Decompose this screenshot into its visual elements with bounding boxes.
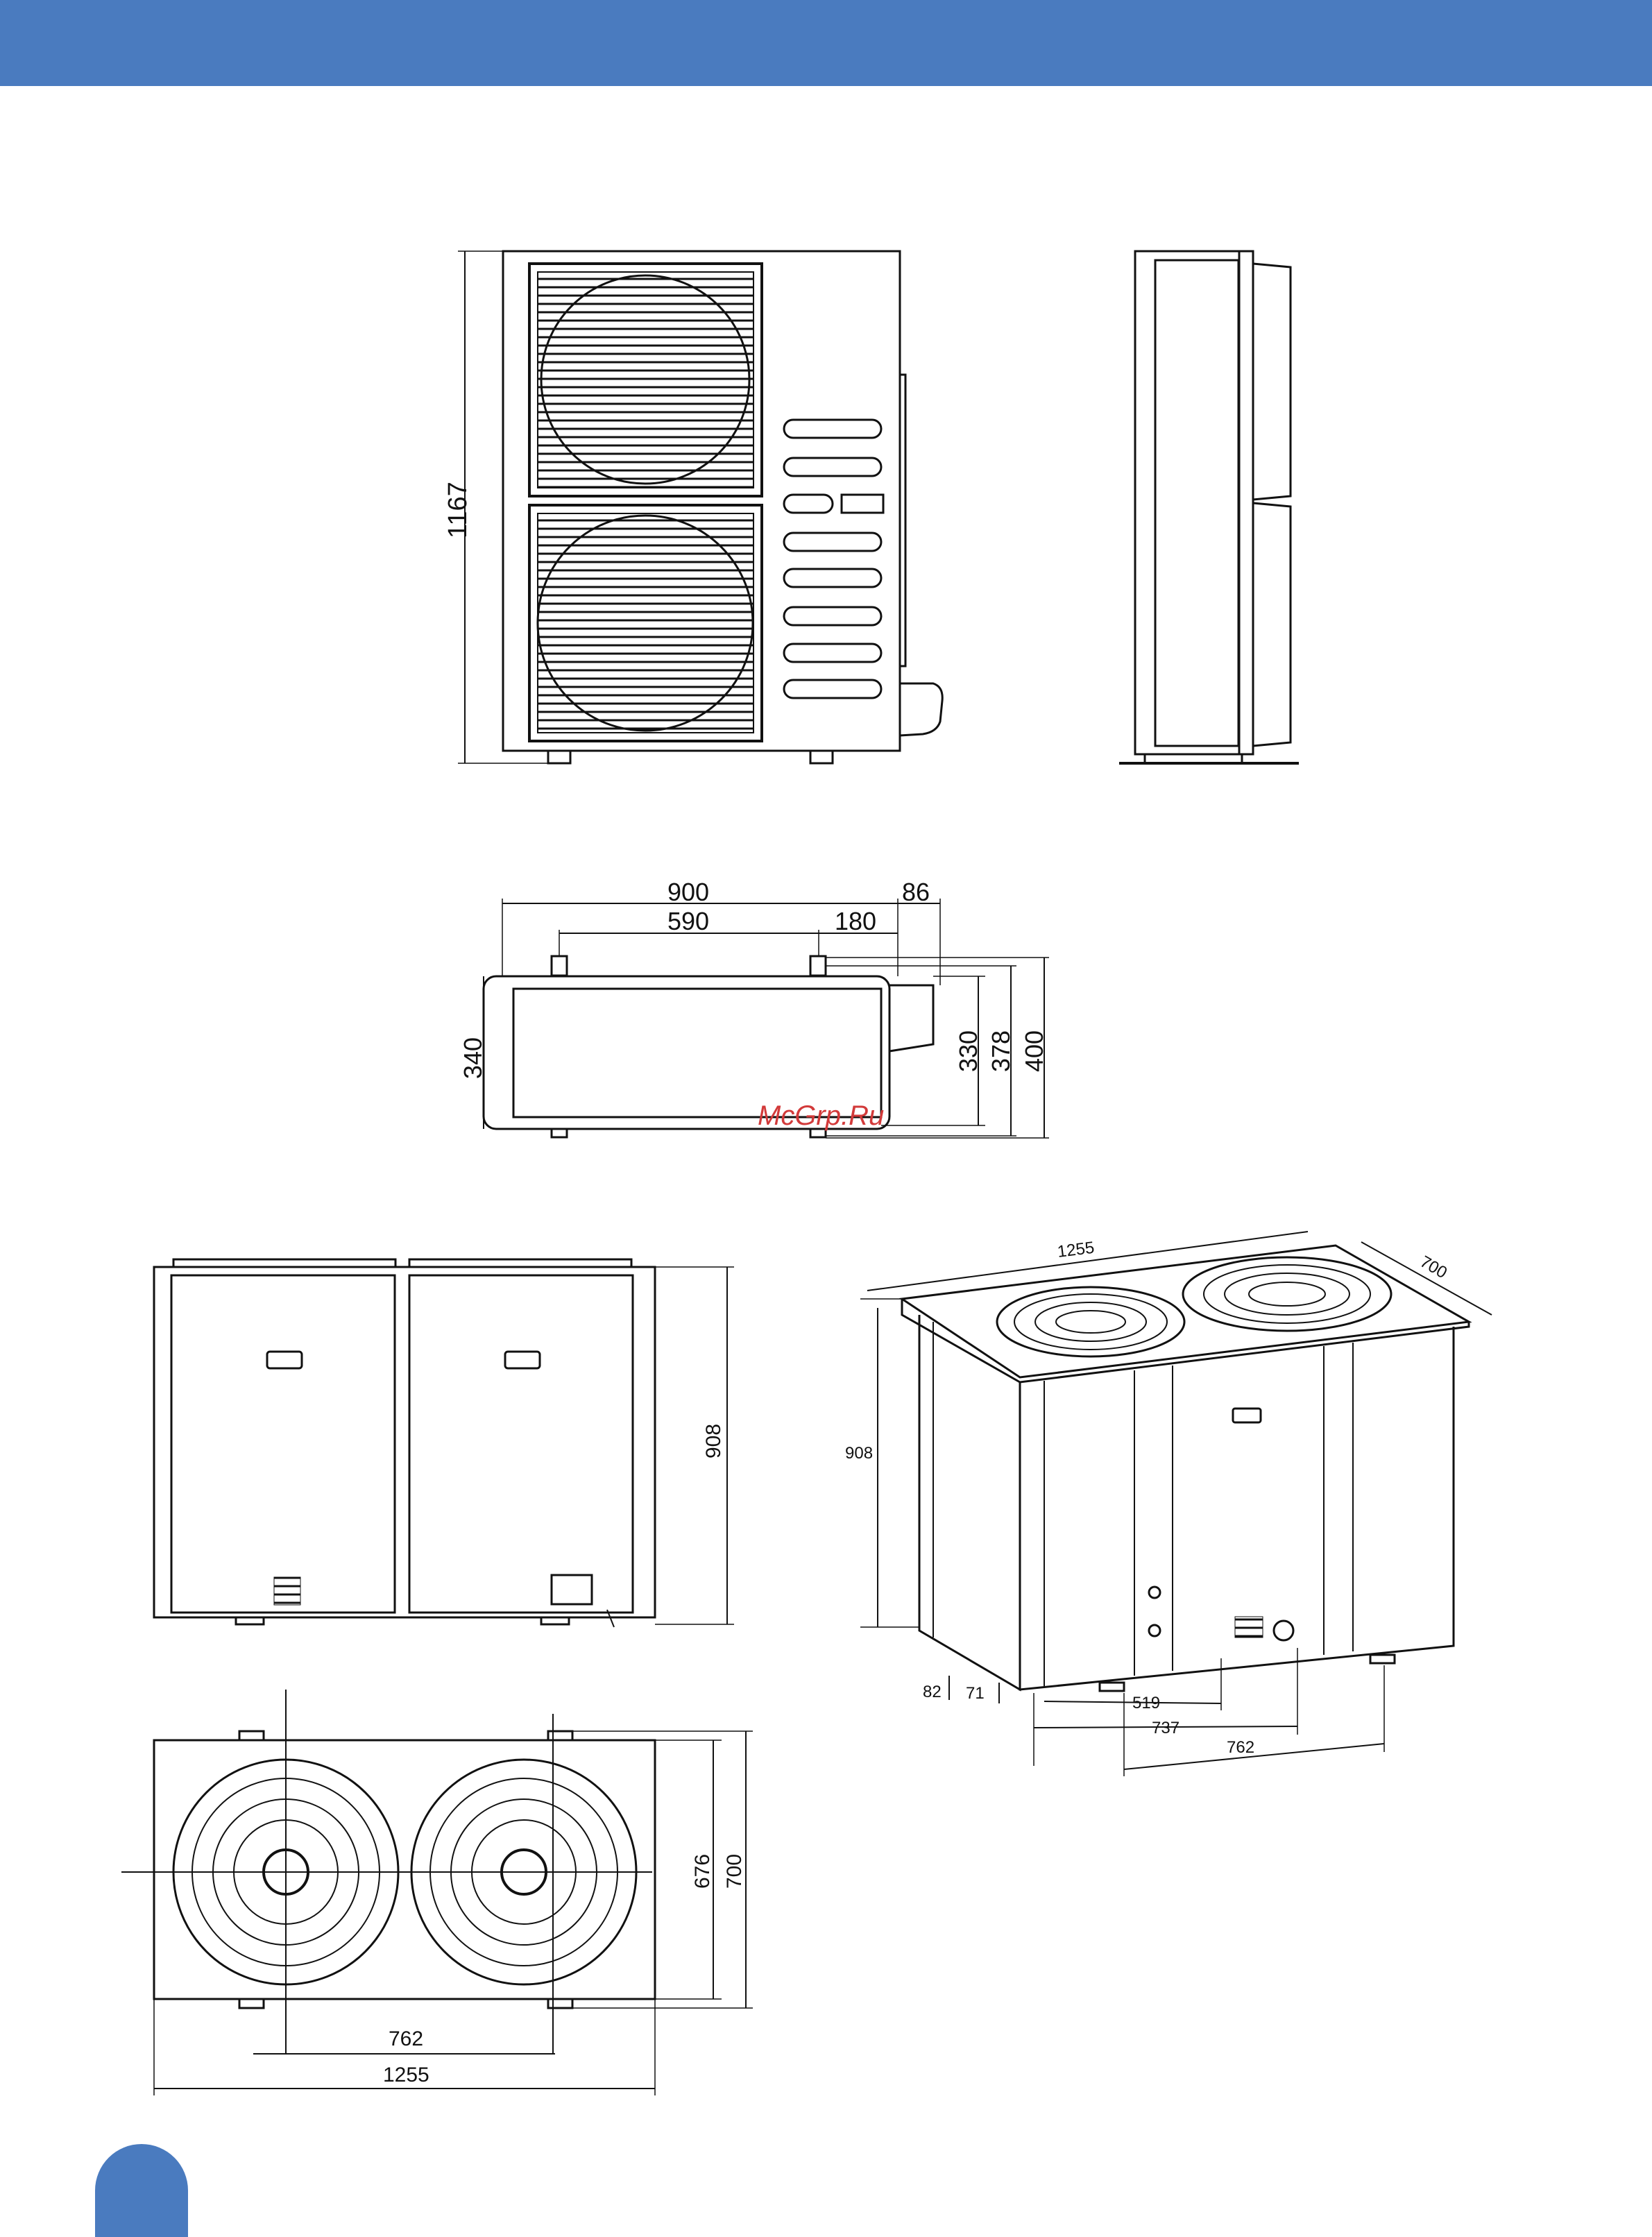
- large-plan-width-label: 1255: [383, 2064, 429, 2086]
- large-unit-isometric-view: [860, 1232, 1492, 1776]
- iso-foot-height-label: 82: [923, 1683, 942, 1701]
- small-front-height-label: 1167: [443, 482, 472, 538]
- large-plan-foot-spacing-label: 762: [389, 2027, 423, 2050]
- iso-width-label: 1255: [1056, 1239, 1095, 1261]
- large-plan-depth-label: 700: [723, 1854, 746, 1889]
- iso-737-label: 737: [1152, 1719, 1180, 1737]
- iso-height-label: 908: [845, 1444, 873, 1463]
- iso-offset-label: 71: [966, 1684, 985, 1703]
- small-depth-330-label: 330: [954, 1030, 982, 1072]
- iso-depth-label: 700: [1417, 1252, 1450, 1282]
- iso-762-label: 762: [1227, 1738, 1254, 1757]
- large-unit-plan-view: [121, 1690, 753, 2095]
- small-unit-front-view: [458, 251, 942, 763]
- iso-519-label: 519: [1132, 1694, 1160, 1712]
- small-foot-spacing-label: 590: [667, 907, 709, 935]
- small-depth-378-label: 378: [987, 1030, 1015, 1072]
- small-top-offset-label: 86: [902, 878, 930, 906]
- watermark-text: McGrp.Ru: [758, 1100, 884, 1132]
- small-unit-side-view: [1119, 251, 1299, 763]
- small-depth-400-label: 400: [1020, 1030, 1048, 1072]
- small-depth-label: 340: [459, 1037, 487, 1079]
- large-front-height-label: 908: [702, 1424, 725, 1458]
- large-unit-front-view: [154, 1259, 734, 1627]
- large-plan-depth-inner-label: 676: [691, 1854, 714, 1889]
- small-foot-offset-label: 180: [835, 907, 876, 935]
- small-top-width-label: 900: [667, 878, 709, 906]
